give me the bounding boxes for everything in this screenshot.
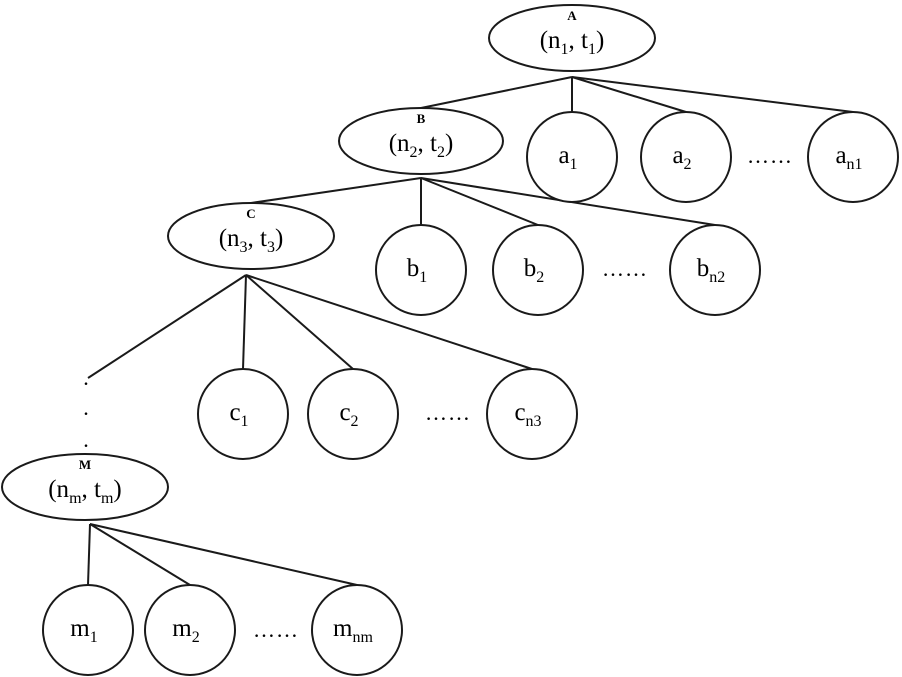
leaf-a-1-label: a1: [558, 142, 577, 173]
node-b-params: (n2, t2): [389, 130, 454, 161]
leaf-m-1-label: m1: [70, 615, 97, 646]
leaf-m-nm: mnm: [311, 584, 403, 676]
node-m-name: M: [79, 457, 91, 472]
leaf-c-2-circle: [307, 368, 399, 460]
leaf-c-1: c1: [197, 368, 289, 460]
leaf-m-2: m2: [144, 584, 236, 676]
leaf-b-1: b1: [375, 224, 467, 316]
leaf-a-2-circle: [640, 111, 732, 203]
leaf-b-1-circle: [375, 224, 467, 316]
leaf-m-nm-label: mnm: [333, 615, 373, 646]
node-m-params: (nm, tm): [48, 476, 122, 507]
node-c-params: (n3, t3): [219, 225, 284, 256]
node-m: M (nm, tm): [1, 453, 169, 521]
edge-c-child-1: [242, 274, 247, 370]
leaf-b-2: b2: [492, 224, 584, 316]
leaf-b-2-label: b2: [524, 255, 545, 286]
ellipsis-b: ……: [602, 256, 648, 281]
node-a-ellipse: [488, 4, 656, 72]
edge-a-child-3: [571, 76, 854, 113]
leaf-c-2-label: c2: [339, 399, 358, 430]
edge-m-child-1: [87, 523, 91, 586]
leaf-a-1: a1: [526, 111, 618, 203]
leaf-c-2: c2: [307, 368, 399, 460]
edge-b-c: [250, 177, 422, 204]
ellipsis-m: ……: [253, 617, 299, 642]
leaf-a-2-label: a2: [672, 142, 691, 173]
leaf-b-n2-label: bn2: [697, 255, 726, 286]
leaf-m-2-label: m2: [172, 615, 199, 646]
leaf-c-1-label: c1: [229, 399, 248, 430]
leaf-a-2: a2: [640, 111, 732, 203]
leaf-a-n1-label: an1: [835, 142, 862, 173]
edge-c-continuation: [87, 274, 247, 379]
leaf-m-nm-circle: [311, 584, 403, 676]
node-b-name: B: [417, 111, 426, 126]
node-c-name: C: [246, 206, 255, 221]
leaf-a-n1: an1: [807, 111, 899, 203]
leaf-c-n3: cn3: [486, 368, 578, 460]
edge-b-child-2: [420, 177, 539, 226]
node-m-ellipse: [1, 453, 169, 521]
continuation-dots: ...: [83, 365, 89, 452]
node-c-ellipse: [167, 202, 335, 270]
leaf-a-n1-circle: [807, 111, 899, 203]
node-b: B (n2, t2): [338, 107, 504, 175]
node-c: C (n3, t3): [167, 202, 335, 270]
continuation-dot-3: .: [83, 427, 89, 452]
leaf-c-1-circle: [197, 368, 289, 460]
node-a: A (n1, t1): [488, 4, 656, 72]
node-b-ellipse: [338, 107, 504, 175]
edge-m-child-3: [89, 523, 358, 586]
leaf-m-2-circle: [144, 584, 236, 676]
node-a-name: A: [567, 8, 577, 23]
ellipsis-a: ……: [747, 143, 793, 168]
edge-c-child-3: [245, 274, 533, 370]
leaf-m-1-circle: [42, 584, 134, 676]
leaf-b-1-label: b1: [407, 255, 428, 286]
leaf-b-2-circle: [492, 224, 584, 316]
edge-c-child-2: [245, 274, 354, 370]
leaf-b-n2-circle: [669, 224, 761, 316]
edge-a-child-2: [571, 76, 687, 113]
node-a-params: (n1, t1): [540, 27, 605, 58]
edge-m-child-2: [89, 523, 191, 586]
continuation-dot-2: .: [83, 395, 89, 420]
edge-a-b: [420, 76, 573, 109]
leaf-c-n3-label: cn3: [514, 399, 541, 430]
ellipsis-c: ……: [425, 400, 471, 425]
leaf-c-n3-circle: [486, 368, 578, 460]
leaf-b-n2: bn2: [669, 224, 761, 316]
leaf-m-1: m1: [42, 584, 134, 676]
leaf-a-1-circle: [526, 111, 618, 203]
continuation-dot-1: .: [83, 365, 89, 390]
